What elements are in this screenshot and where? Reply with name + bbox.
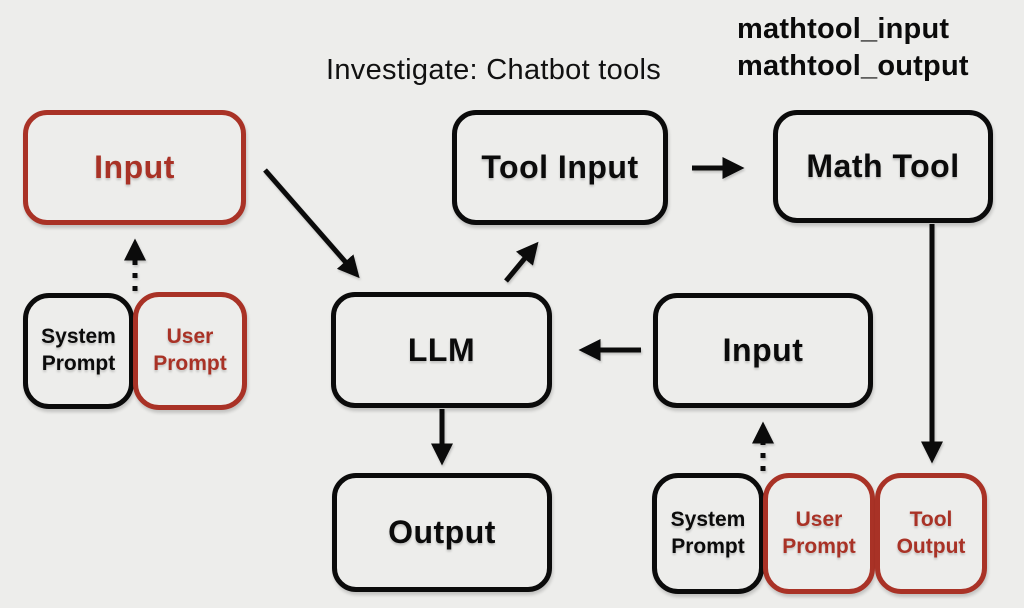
node-user-prompt-right: User Prompt bbox=[763, 473, 875, 594]
mathtool-output-label: mathtool_output bbox=[737, 50, 969, 82]
node-user-prompt-left: User Prompt bbox=[133, 292, 247, 410]
mathtool-labels: mathtool_input mathtool_output bbox=[737, 11, 969, 85]
diagram-title: Investigate: Chatbot tools bbox=[326, 54, 662, 86]
arrow-llm-to-tool-input bbox=[504, 241, 539, 283]
mathtool-input-label: mathtool_input bbox=[737, 13, 950, 45]
node-math-tool: Math Tool bbox=[773, 110, 993, 223]
node-llm: LLM bbox=[331, 292, 552, 408]
node-system-prompt-right: System Prompt bbox=[652, 473, 764, 594]
node-tool-input: Tool Input bbox=[452, 110, 668, 225]
arrow-input-left-to-llm bbox=[263, 168, 360, 279]
node-input-right: Input bbox=[653, 293, 873, 408]
node-tool-output: Tool Output bbox=[875, 473, 987, 594]
node-output: Output bbox=[332, 473, 552, 592]
node-system-prompt-left: System Prompt bbox=[23, 293, 134, 409]
node-input-left: Input bbox=[23, 110, 246, 225]
